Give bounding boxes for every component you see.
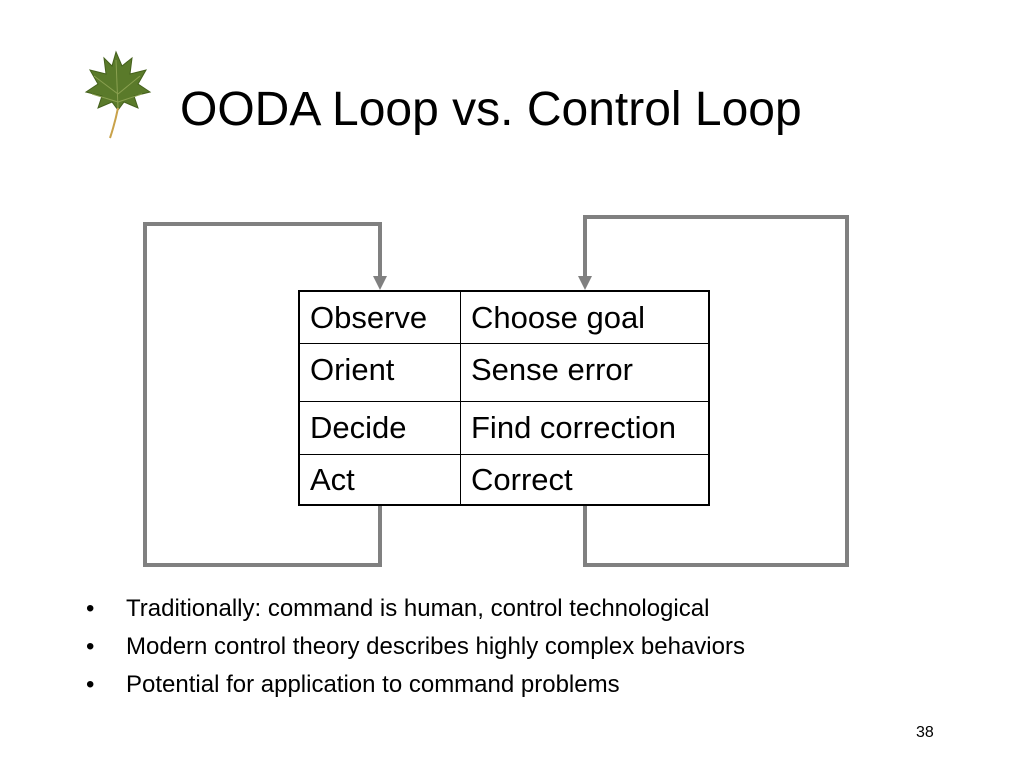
ooda-loop-line xyxy=(143,222,382,567)
table-row: Observe Choose goal xyxy=(298,290,710,344)
control-loop-arrowhead xyxy=(578,276,592,290)
slide-title: OODA Loop vs. Control Loop xyxy=(180,83,802,136)
control-step: Find correction xyxy=(460,401,710,455)
list-item: • Modern control theory describes highly… xyxy=(84,628,745,666)
ooda-step: Orient xyxy=(298,343,461,402)
maple-leaf-icon xyxy=(84,50,152,139)
bullet-dot: • xyxy=(86,595,95,622)
ooda-step: Observe xyxy=(298,290,461,344)
control-loop-line xyxy=(583,215,849,567)
leaf-stem xyxy=(109,107,119,139)
control-step: Sense error xyxy=(460,343,710,402)
table-row: Orient Sense error xyxy=(298,343,710,402)
bullet-dot: • xyxy=(86,633,95,660)
page-number: 38 xyxy=(916,724,934,741)
bullet-dot: • xyxy=(86,671,95,698)
table-row: Decide Find correction xyxy=(298,401,710,455)
ooda-loop-arrowhead xyxy=(373,276,387,290)
table-row: Act Correct xyxy=(298,454,710,506)
loop-comparison-table: Observe Choose goal Orient Sense error D… xyxy=(298,290,710,506)
bullet-text: Potential for application to command pro… xyxy=(126,671,620,698)
bullet-list: • Traditionally: command is human, contr… xyxy=(84,590,745,704)
bullet-text: Traditionally: command is human, control… xyxy=(126,595,710,622)
ooda-step: Decide xyxy=(298,401,461,455)
leaf-veins xyxy=(91,59,143,109)
bullet-text: Modern control theory describes highly c… xyxy=(126,633,745,660)
control-step: Choose goal xyxy=(460,290,710,344)
list-item: • Traditionally: command is human, contr… xyxy=(84,590,745,628)
ooda-step: Act xyxy=(298,454,461,506)
list-item: • Potential for application to command p… xyxy=(84,666,745,704)
control-step: Correct xyxy=(460,454,710,506)
